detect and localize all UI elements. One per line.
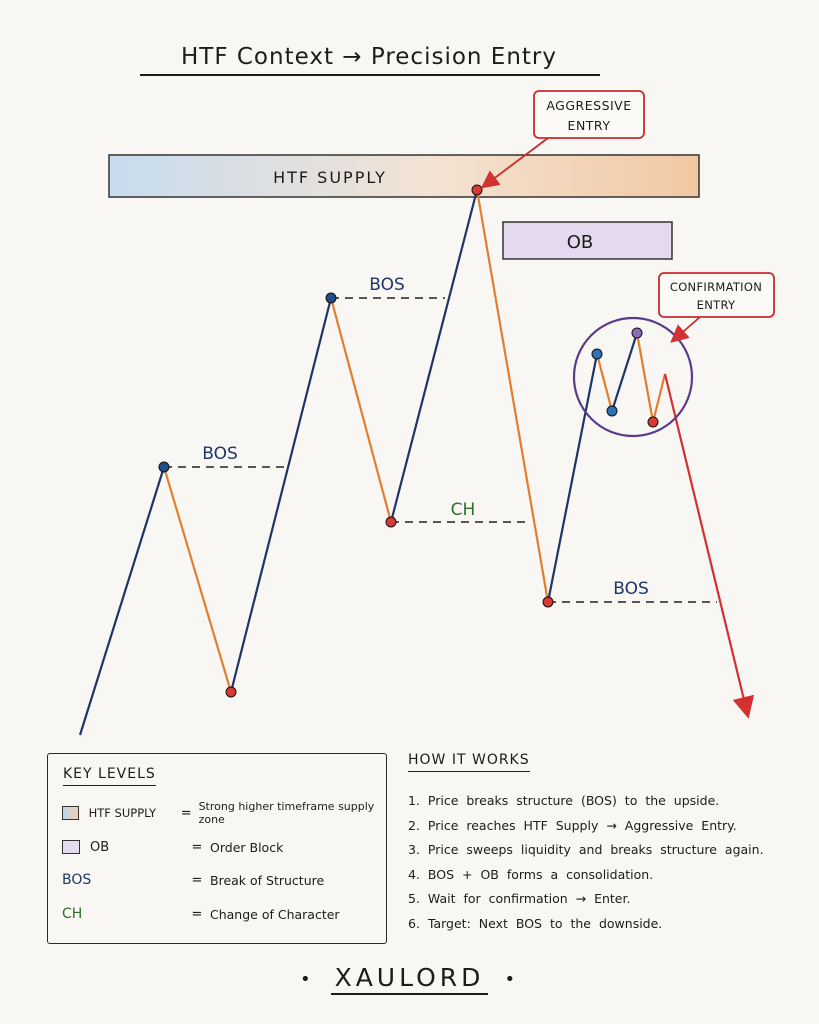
how-step: 6. Target: Next BOS to the downside. (408, 915, 663, 931)
how-step: 5. Wait for confirmation → Enter. (408, 891, 631, 907)
htf-supply-label: HTF SUPPLY (273, 168, 387, 187)
legend-key-ch: CH (62, 906, 83, 922)
legend-desc-htf-supply: Strong higher timeframe supply zone (198, 800, 375, 826)
confirmation-entry-line-2: ENTRY (697, 298, 736, 312)
down-leg-5 (635, 332, 655, 423)
confirmation-circle (572, 316, 694, 438)
bos-label-3: BOS (613, 579, 649, 599)
up-leg-2 (229, 297, 333, 693)
target-arrow (663, 373, 755, 719)
bos-label-1: BOS (202, 444, 238, 464)
aggressive-entry-line-2: ENTRY (568, 118, 611, 133)
swing-high-2 (325, 292, 337, 304)
how-step: 1. Price breaks structure (BOS) to the u… (408, 793, 720, 808)
aggressive-entry-callout (533, 90, 645, 139)
legend-eq: = (191, 906, 203, 922)
footer-brand: • XAULORD • (0, 963, 819, 995)
how-step: 2. Price reaches HTF Supply → Aggressive… (408, 817, 737, 833)
brand-logo-text: XAULORD (330, 963, 489, 995)
swing-low-1 (225, 686, 237, 698)
legend-row-bos: BOS = Break of Structure (62, 869, 324, 891)
down-leg-1 (162, 466, 233, 693)
legend-key-ob: OB (90, 839, 110, 855)
footer-dot-right: • (504, 968, 520, 990)
how-step: 4. BOS + OB forms a consolidation. (408, 866, 654, 882)
down-leg-4 (595, 353, 614, 412)
down-leg-2 (329, 297, 393, 523)
aggressive-entry-line-1: AGGRESSIVE (546, 98, 631, 113)
legend-row-ob: OB = Order Block (62, 836, 283, 858)
key-levels-panel: KEY LEVELS HTF SUPPLY = Strong higher ti… (47, 753, 387, 944)
legend-key-bos: BOS (62, 872, 92, 888)
up-leg-3 (389, 189, 479, 523)
page-title: HTF Context → Precision Entry (181, 44, 557, 70)
how-it-works-steps: 1. Price breaks structure (BOS) to the u… (408, 793, 808, 941)
bos-label-2: BOS (369, 275, 405, 295)
swing-low-2 (385, 516, 397, 528)
confirmation-entry-callout (658, 272, 775, 318)
up-leg-1 (78, 466, 166, 736)
footer-dot-left: • (299, 968, 315, 990)
up-leg-6 (651, 373, 667, 423)
htf-supply-swatch (62, 806, 79, 820)
legend-desc-ch: Change of Character (210, 906, 340, 922)
legend-eq: = (191, 872, 203, 888)
legend-eq: = (191, 839, 203, 855)
consolidation-high-2 (631, 327, 643, 339)
confirmation-entry-line-1: CONFIRMATION (670, 280, 762, 294)
aggressive-entry-point (471, 184, 483, 196)
htf-supply-zone (108, 154, 700, 198)
ob-swatch (62, 840, 80, 854)
swing-low-3 (542, 596, 554, 608)
consolidation-high-1 (591, 348, 603, 360)
how-step: 3. Price sweeps liquidity and breaks str… (408, 842, 764, 858)
ch-label: CH (451, 500, 476, 520)
legend-row-htf-supply: HTF SUPPLY = Strong higher timeframe sup… (62, 800, 386, 826)
aggressive-entry-pointer (480, 137, 549, 189)
swing-high-1 (158, 461, 170, 473)
confirmation-entry-pointer (670, 316, 701, 343)
key-levels-title: KEY LEVELS (63, 766, 156, 786)
legend-desc-bos: Break of Structure (210, 872, 325, 888)
up-leg-5 (610, 332, 639, 412)
how-it-works-title: HOW IT WORKS (408, 752, 530, 772)
ob-zone (502, 221, 673, 260)
legend-desc-ob: Order Block (210, 839, 284, 855)
legend-eq: = (180, 805, 192, 821)
down-leg-3 (475, 189, 550, 603)
legend-key-htf-supply: HTF SUPPLY (88, 806, 157, 820)
legend-row-ch: CH = Change of Character (62, 903, 340, 925)
consolidation-low-2 (647, 416, 659, 428)
consolidation-low-1 (606, 405, 618, 417)
up-leg-4 (546, 353, 599, 603)
ob-label: OB (567, 232, 594, 253)
